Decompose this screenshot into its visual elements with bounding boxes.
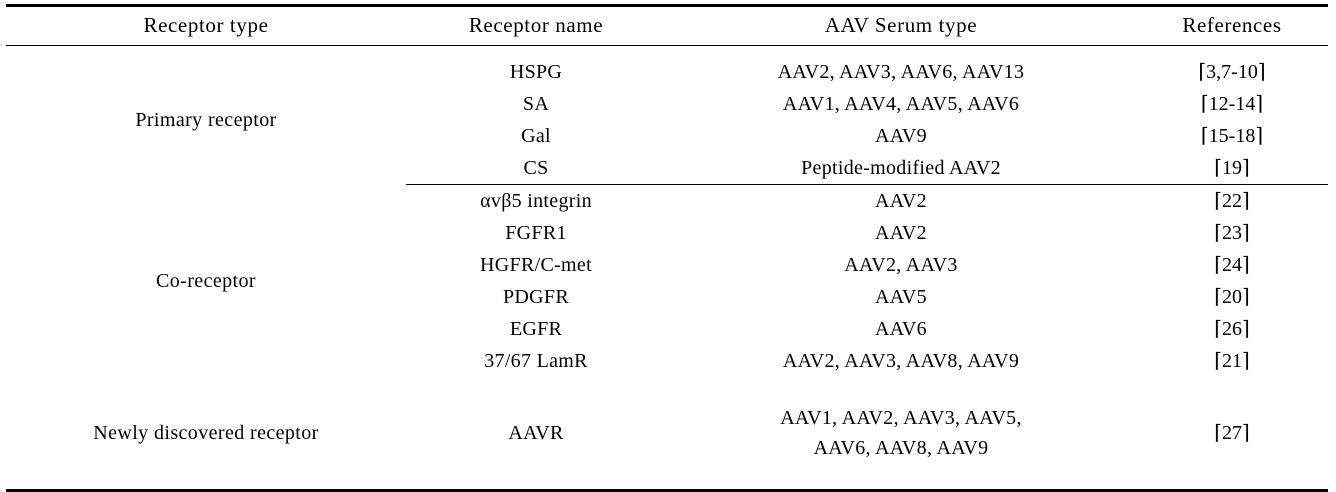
table-row: CS Peptide-modified AAV2 ⌈19⌉ [6,152,1328,185]
spacer-row [6,463,1328,492]
spacer-cell [6,463,406,492]
table-row: FGFR1 AAV2 ⌈23⌉ [6,217,1328,249]
table-row: EGFR AAV6 ⌈26⌉ [6,313,1328,345]
group-label-newly-discovered-receptor: Newly discovered receptor [93,422,319,444]
column-header-references: References [1136,4,1328,46]
table-row: Primary receptor HSPG AAV2, AAV3, AAV6, … [6,56,1328,131]
cell-references: ⌈26⌉ [1214,318,1250,340]
cell-references: ⌈24⌉ [1214,254,1250,276]
cell-references: ⌈20⌉ [1214,286,1250,308]
cell-references: ⌈19⌉ [1136,152,1328,185]
cell-references: ⌈22⌉ [1214,190,1250,212]
cell-aav-serum-type: Peptide-modified AAV2 [666,152,1136,185]
spacer-cell [406,377,666,403]
column-header-aav-serum-type: AAV Serum type [666,4,1136,46]
aav-receptor-table: Receptor type Receptor name AAV Serum ty… [6,4,1328,492]
cell-references: ⌈3,7-10⌉ [1198,61,1266,83]
cell-references: ⌈15-18⌉ [1200,125,1264,147]
cell-aav-serum-type: AAV2, AAV3 [844,254,958,276]
table-header: Receptor type Receptor name AAV Serum ty… [6,4,1328,46]
cell-references: ⌈21⌉ [1214,350,1250,372]
cell-aav-serum-type-line2: AAV6, AAV8, AAV9 [813,437,989,459]
cell-receptor-name: EGFR [509,318,563,340]
table-body: Primary receptor HSPG AAV2, AAV3, AAV6, … [6,46,1328,492]
table-row: SA AAV1, AAV4, AAV5, AAV6 ⌈12-14⌉ [6,88,1328,120]
table-row: HGFR/C-met AAV2, AAV3 ⌈24⌉ [6,249,1328,281]
group-label-primary-receptor: Primary receptor [135,109,277,132]
cell-aav-serum-type: AAV2, AAV3, AAV8, AAV9 [782,350,1020,372]
cell-receptor-name: 37/67 LamR [484,350,588,372]
spacer-cell [6,46,406,57]
cell-receptor-name: HGFR/C-met [480,254,592,276]
cell-references: ⌈12-14⌉ [1200,93,1264,115]
cell-aav-serum-type: AAV2 [875,190,927,212]
column-header-receptor-name: Receptor name [406,4,666,46]
table-row: Newly discovered receptor AAVR AAV1, AAV… [6,403,1328,463]
cell-receptor-name: Gal [521,125,551,147]
cell-references: ⌈27⌉ [1214,422,1250,444]
cell-aav-serum-type: AAV1, AAV2, AAV3, AAV5, AAV6, AAV8, AAV9 [666,403,1136,463]
cell-receptor-name: HSPG [509,61,563,83]
cell-receptor-name: PDGFR [503,286,569,308]
table-row: 37/67 LamR AAV2, AAV3, AAV8, AAV9 ⌈21⌉ [6,345,1328,377]
cell-receptor-name: SA [522,93,550,115]
spacer-row [6,46,1328,57]
cell-aav-serum-type: AAV2 [875,222,927,244]
spacer-cell [406,463,666,492]
group-label-co-receptor: Co-receptor [156,269,256,292]
cell-receptor-name: CS [406,152,666,185]
column-header-receptor-type: Receptor type [6,4,406,46]
spacer-cell [666,46,1136,57]
spacer-cell [666,377,1136,403]
cell-receptor-name: AAVR [508,422,564,444]
spacer-cell [6,377,406,403]
cell-aav-serum-type: AAV2, AAV3, AAV6, AAV13 [777,61,1025,83]
cell-references: ⌈23⌉ [1214,222,1250,244]
table-container: Receptor type Receptor name AAV Serum ty… [0,4,1336,492]
cell-receptor-name: FGFR1 [505,222,567,244]
table-row: Co-receptor αvβ5 integrin AAV2 ⌈22⌉ [6,185,1328,292]
spacer-cell [406,46,666,57]
spacer-row [6,377,1328,403]
cell-aav-serum-type: AAV9 [875,125,927,147]
table-row: PDGFR AAV5 ⌈20⌉ [6,281,1328,313]
spacer-cell [1136,46,1328,57]
spacer-cell [1136,377,1328,403]
table-header-row: Receptor type Receptor name AAV Serum ty… [6,4,1328,46]
cell-aav-serum-type-line1: AAV1, AAV2, AAV3, AAV5, [780,407,1022,429]
table-row: Gal AAV9 ⌈15-18⌉ [6,120,1328,152]
cell-aav-serum-type: AAV6 [875,318,927,340]
cell-aav-serum-type: AAV5 [875,286,927,308]
spacer-cell [1136,463,1328,492]
cell-aav-serum-type: AAV1, AAV4, AAV5, AAV6 [782,93,1020,115]
cell-receptor-name: αvβ5 integrin [480,190,592,212]
spacer-cell [666,463,1136,492]
